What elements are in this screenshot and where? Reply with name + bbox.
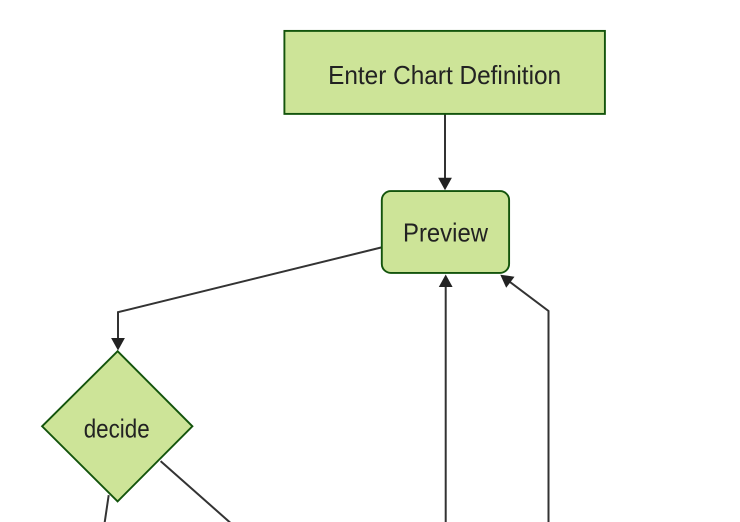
svg-text:decide: decide [84,414,150,444]
svg-text:Preview: Preview [403,218,488,248]
svg-text:Enter Chart Definition: Enter Chart Definition [328,60,561,90]
